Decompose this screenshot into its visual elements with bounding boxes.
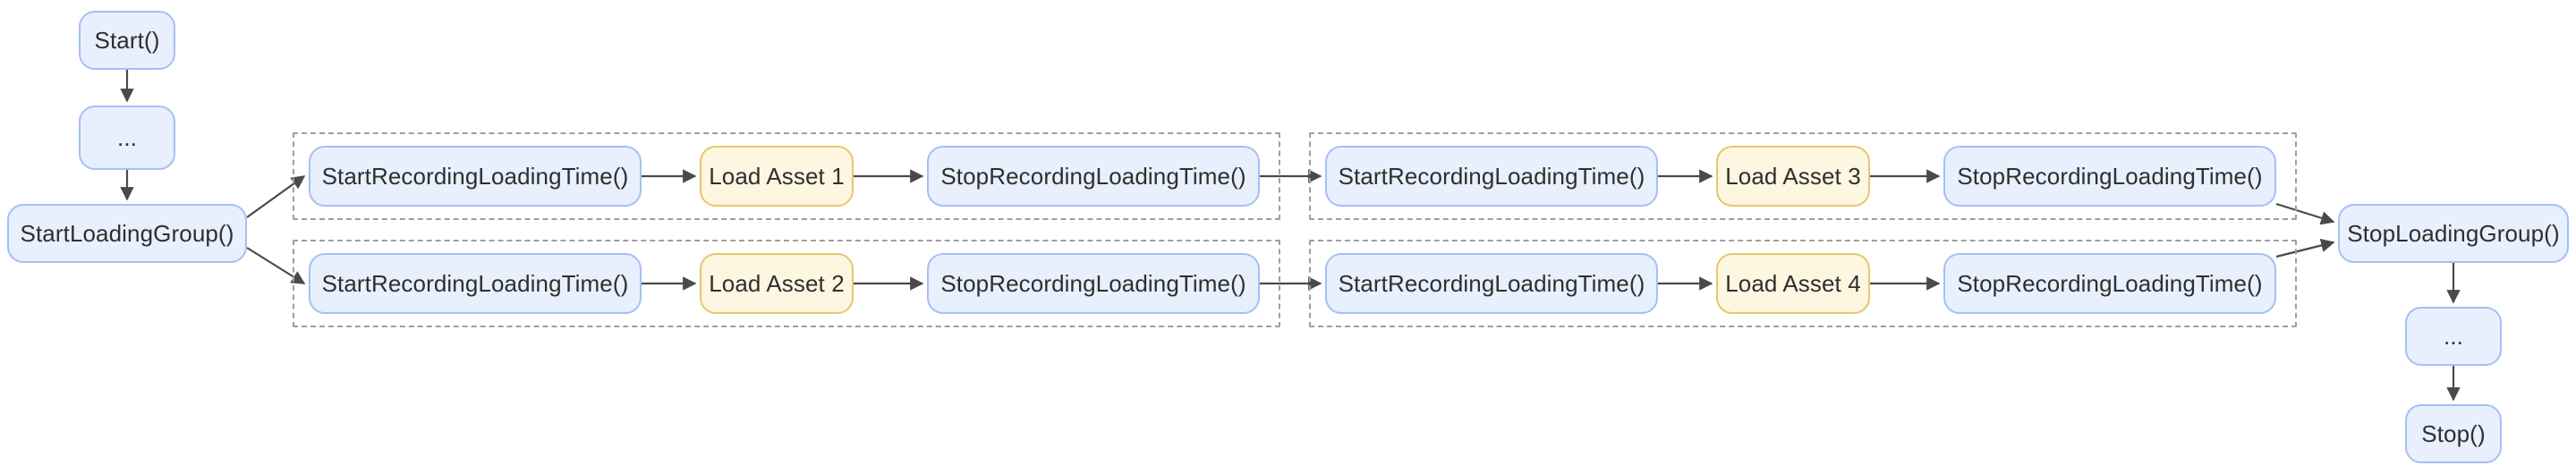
node-start[interactable]: Start() xyxy=(79,11,175,70)
cluster-group2-lane2 xyxy=(1309,240,2297,327)
node-g2l2-stop-recording[interactable]: StopRecordingLoadingTime() xyxy=(1943,253,2276,314)
cluster-group1-lane2 xyxy=(293,240,1280,327)
cluster-group1-lane1 xyxy=(293,132,1280,220)
node-ellipsis-top[interactable]: ... xyxy=(79,106,175,170)
node-stop[interactable]: Stop() xyxy=(2405,404,2502,463)
node-ellipsis-bottom[interactable]: ... xyxy=(2405,307,2502,366)
node-load-asset-1[interactable]: Load Asset 1 xyxy=(700,146,854,207)
node-g1l2-start-recording[interactable]: StartRecordingLoadingTime() xyxy=(309,253,642,314)
node-g1l2-stop-recording[interactable]: StopRecordingLoadingTime() xyxy=(927,253,1260,314)
node-g2l1-start-recording[interactable]: StartRecordingLoadingTime() xyxy=(1325,146,1658,207)
node-g2l1-stop-recording[interactable]: StopRecordingLoadingTime() xyxy=(1943,146,2276,207)
node-load-asset-4[interactable]: Load Asset 4 xyxy=(1716,253,1870,314)
node-start-loading-group[interactable]: StartLoadingGroup() xyxy=(7,204,247,263)
node-load-asset-3[interactable]: Load Asset 3 xyxy=(1716,146,1870,207)
node-stop-loading-group[interactable]: StopLoadingGroup() xyxy=(2338,204,2569,263)
node-g1l1-stop-recording[interactable]: StopRecordingLoadingTime() xyxy=(927,146,1260,207)
node-load-asset-2[interactable]: Load Asset 2 xyxy=(700,253,854,314)
node-g1l1-start-recording[interactable]: StartRecordingLoadingTime() xyxy=(309,146,642,207)
cluster-group2-lane1 xyxy=(1309,132,2297,220)
node-g2l2-start-recording[interactable]: StartRecordingLoadingTime() xyxy=(1325,253,1658,314)
